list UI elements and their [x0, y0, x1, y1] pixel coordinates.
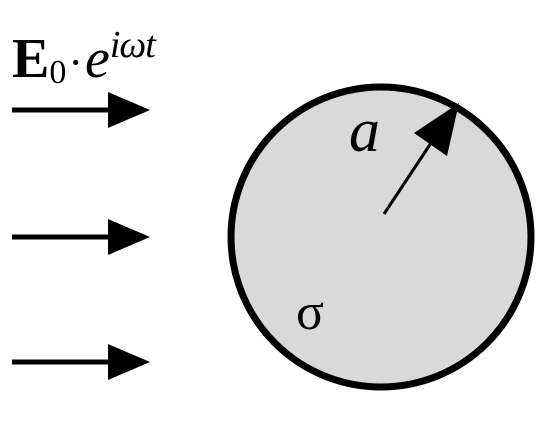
conducting-sphere	[227, 83, 535, 391]
incident-field-label: E0·eiωt	[12, 10, 156, 91]
field-symbol: E	[12, 28, 50, 90]
field-arrow-bottom	[12, 344, 150, 380]
radius-arrow	[382, 103, 459, 215]
exponent: iωt	[109, 24, 156, 66]
field-arrow-middle	[12, 219, 150, 255]
radius-label: a	[349, 97, 380, 165]
exponential-base: e	[85, 28, 110, 90]
field-subscript: 0	[49, 54, 67, 91]
incident-field-arrows	[12, 92, 150, 380]
multiply-dot: ·	[68, 38, 84, 87]
field-arrow-top	[12, 92, 150, 128]
conductivity-label: σ	[296, 284, 325, 341]
